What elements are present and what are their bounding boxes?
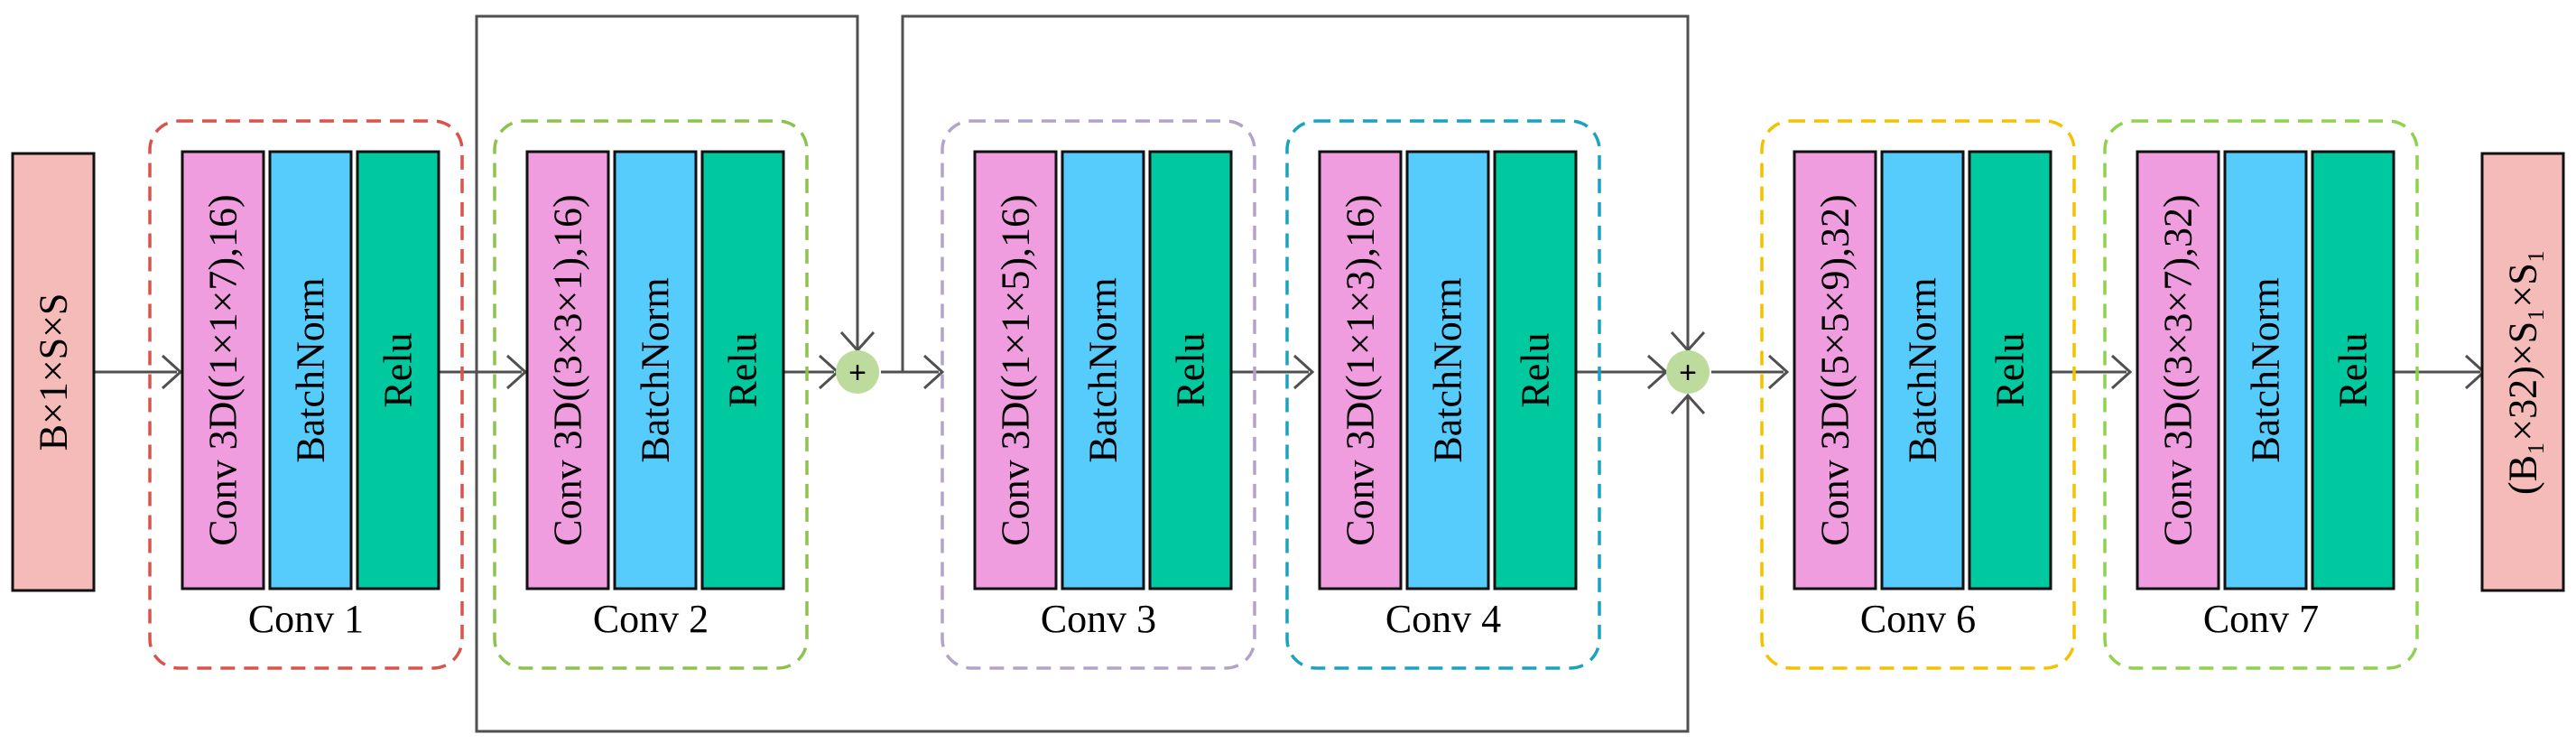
layer-batchnorm-label: BatchNorm xyxy=(1081,277,1126,462)
layer-relu-block xyxy=(1493,150,1578,590)
layer-conv-block xyxy=(2136,150,2220,590)
arrowhead xyxy=(1670,393,1706,415)
join-node-2: + xyxy=(1666,350,1710,394)
arrowhead xyxy=(505,354,528,390)
group-title: Conv 6 xyxy=(1860,597,1976,641)
arrowhead xyxy=(922,354,945,390)
layer-conv-block xyxy=(973,150,1058,590)
group-title: Conv 7 xyxy=(2203,597,2319,641)
output-block: (B₁×32)×S₁×S₁ xyxy=(2480,152,2565,592)
layer-batchnorm-block xyxy=(1061,150,1145,590)
layer-batchnorm-label: BatchNorm xyxy=(1426,277,1470,462)
input-rect xyxy=(11,152,96,592)
layer-batchnorm-label: BatchNorm xyxy=(1901,277,1945,462)
group-title: Conv 4 xyxy=(1385,597,1501,641)
join-node-1: + xyxy=(836,350,879,394)
layer-conv-label: Conv 3D((3×3×1),16) xyxy=(546,194,590,545)
layer-batchnorm-label: BatchNorm xyxy=(289,277,333,462)
output-rect xyxy=(2480,152,2565,592)
plus-icon: + xyxy=(848,356,866,390)
arrowhead xyxy=(161,354,183,390)
layer-conv-label: Conv 3D((1×1×3),16) xyxy=(1339,194,1383,545)
layer-conv-label: Conv 3D((1×1×5),16) xyxy=(994,194,1038,545)
group-dashed-border xyxy=(2103,119,2419,670)
arrowhead xyxy=(1767,354,1790,390)
layer-relu-label: Relu xyxy=(2331,332,2376,407)
group-title: Conv 3 xyxy=(1041,597,1156,641)
layer-relu-label: Relu xyxy=(1988,332,2033,407)
output-label: (B₁×32)×S₁×S₁ xyxy=(2501,249,2545,495)
group-dashed-border xyxy=(1285,119,1601,670)
arrowhead xyxy=(2110,354,2133,390)
layer-relu-block xyxy=(1148,150,1233,590)
arrowhead xyxy=(1293,354,1315,390)
skip-connection-1 xyxy=(475,14,859,372)
layer-relu-block xyxy=(2311,150,2395,590)
layer-conv-block xyxy=(525,150,610,590)
group-dashed-border xyxy=(493,119,809,670)
layer-conv-label: Conv 3D((5×5×9),32) xyxy=(1813,194,1858,545)
connections xyxy=(94,14,2487,733)
layer-conv-block xyxy=(1793,150,1877,590)
layer-relu-block xyxy=(700,150,785,590)
group-title: Conv 2 xyxy=(593,597,709,641)
join-circle xyxy=(836,350,879,394)
layer-relu-label: Relu xyxy=(1514,332,1558,407)
layer-batchnorm-block xyxy=(268,150,353,590)
layer-conv-label: Conv 3D((3×3×7),32) xyxy=(2156,194,2201,545)
layer-relu-block xyxy=(356,150,440,590)
group-dashed-border xyxy=(941,119,1256,670)
layer-batchnorm-block xyxy=(1405,150,1490,590)
skip-connection-3 xyxy=(475,372,1690,733)
group-title: Conv 1 xyxy=(248,597,364,641)
input-label: B×1×S×S xyxy=(32,293,76,451)
layer-batchnorm-block xyxy=(1880,150,1965,590)
layer-batchnorm-label: BatchNorm xyxy=(2244,277,2288,462)
plus-icon: + xyxy=(1679,356,1697,390)
group-dashed-border xyxy=(1760,119,2076,670)
group-dashed-border xyxy=(148,119,464,670)
layer-batchnorm-label: BatchNorm xyxy=(634,277,678,462)
layer-relu-label: Relu xyxy=(376,332,421,407)
layer-batchnorm-block xyxy=(613,150,698,590)
layer-conv-label: Conv 3D((1×1×7),16) xyxy=(201,194,246,545)
join-circle xyxy=(1666,350,1710,394)
skip-connection-2 xyxy=(901,14,1690,372)
layer-relu-block xyxy=(1968,150,2052,590)
layer-conv-block xyxy=(1318,150,1403,590)
input-block: B×1×S×S xyxy=(11,152,96,592)
layer-relu-label: Relu xyxy=(1169,332,1213,407)
layer-conv-block xyxy=(181,150,265,590)
layer-relu-label: Relu xyxy=(721,332,765,407)
layer-batchnorm-block xyxy=(2223,150,2308,590)
